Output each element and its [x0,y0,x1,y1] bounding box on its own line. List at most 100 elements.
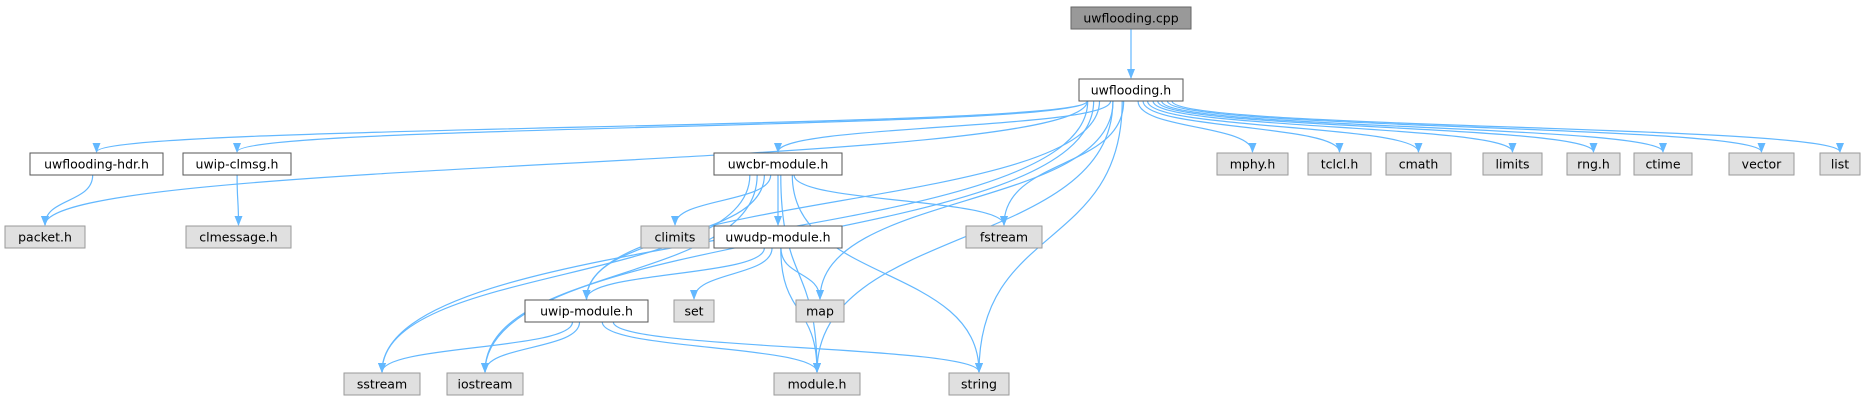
node-uwip_module_h[interactable]: uwip-module.h [524,299,649,323]
node-box [673,299,715,323]
edge-uwflooding_h-to-fstream [1000,100,1125,226]
node-label: limits [1495,157,1529,172]
node-label: vector [1742,157,1783,172]
edge-uwip_module_h-to-string [612,321,983,373]
node-box [524,299,649,323]
edge-uwflooding_h-to-uwcbr_module_h [774,100,1112,153]
node-label: rng.h [1577,157,1610,172]
edge-uwflooding_h-to-vector [1166,100,1766,153]
edge-uwip_module_h-to-iostream [481,321,581,373]
node-tclcl_h: tclcl.h [1307,152,1372,176]
node-label: clmessage.h [199,230,277,245]
node-uwflooding_cpp[interactable]: uwflooding.cpp [1070,6,1192,30]
node-label: uwudp-module.h [725,230,830,245]
node-cmath: cmath [1385,152,1452,176]
node-mphy_h: mphy.h [1216,152,1289,176]
edge-uwcbr_module_h-to-fstream [793,174,1008,226]
node-label: climits [655,230,696,245]
edge-uwflooding_h-to-map [816,100,1114,300]
node-label: uwflooding-hdr.h [44,157,149,172]
node-box [29,152,164,176]
node-list: list [1819,152,1861,176]
node-box [182,152,292,176]
edge-uwflooding_h-to-ctime [1161,100,1667,153]
node-label: set [684,304,703,319]
edge-uwip_module_h-to-sstream [378,321,574,373]
edge-uwflooding_h-to-list [1171,100,1844,153]
edge-uwflooding_h-to-uwip_clmsg_h [233,100,1088,153]
edge-uwflooding_h-to-limits [1152,100,1517,153]
edge-uwflooding_hdr_h-to-packet_h [41,174,94,226]
node-set: set [673,299,715,323]
node-box [1070,6,1192,30]
node-label: sstream [357,377,407,392]
node-box [965,225,1043,249]
node-label: packet.h [18,230,72,245]
edges-layer [41,29,1844,373]
node-box [713,152,843,176]
node-sstream: sstream [343,372,421,396]
node-label: fstream [980,230,1028,245]
node-label: tclcl.h [1321,157,1359,172]
node-box [1633,152,1693,176]
edge-uwudp_module_h-to-map [780,247,824,300]
node-rng_h: rng.h [1566,152,1621,176]
edge-uwcbr_module_h-to-climits [671,174,772,226]
node-box [1078,78,1184,102]
node-box [185,225,292,249]
node-label: ctime [1645,157,1680,172]
node-uwip_clmsg_h[interactable]: uwip-clmsg.h [182,152,292,176]
node-box [1307,152,1372,176]
edge-uwcbr_module_h-to-module_h [780,174,821,373]
node-label: uwcbr-module.h [728,157,829,172]
edge-uwip_clmsg_h-to-clmessage_h [234,174,243,226]
node-box [446,372,524,396]
edge-uwflooding_h-to-uwflooding_hdr_h [92,100,1088,153]
node-uwudp_module_h[interactable]: uwudp-module.h [713,225,843,249]
node-box [4,225,86,249]
edge-uwflooding_h-to-uwip_module_h [582,100,1101,300]
node-box [795,299,845,323]
node-vector: vector [1728,152,1795,176]
node-label: map [806,304,834,319]
node-box [713,225,843,249]
node-iostream: iostream [446,372,524,396]
node-label: list [1831,157,1849,172]
node-ctime: ctime [1633,152,1693,176]
nodes-layer: uwflooding.cpp uwflooding.h uwflooding-hdr… [4,6,1861,396]
node-box [640,225,710,249]
node-clmessage_h: clmessage.h [185,225,292,249]
edge-uwcbr_module_h-to-sstream [378,174,751,373]
edge-uwflooding_h-to-string [975,100,1123,373]
node-uwcbr_module_h[interactable]: uwcbr-module.h [713,152,843,176]
edge-uwflooding_h-to-packet_h [41,100,1088,226]
edge-uwcbr_module_h-to-iostream [481,174,758,373]
edge-uwflooding_h-to-tclcl_h [1142,100,1344,153]
edge-uwcbr_module_h-to-string [791,174,983,373]
node-box [773,372,861,396]
node-box [1566,152,1621,176]
node-box [1819,152,1861,176]
node-uwflooding_hdr_h[interactable]: uwflooding-hdr.h [29,152,164,176]
node-fstream: fstream [965,225,1043,249]
node-label: uwip-clmsg.h [196,157,279,172]
edge-uwudp_module_h-to-uwip_module_h [582,247,765,300]
node-label: uwflooding.h [1091,83,1171,98]
node-label: iostream [458,377,513,392]
node-box [1216,152,1289,176]
node-label: cmath [1399,157,1439,172]
node-uwflooding_h[interactable]: uwflooding.h [1078,78,1184,102]
node-module_h: module.h [773,372,861,396]
edge-uwip_module_h-to-module_h [601,321,821,373]
node-box [343,372,421,396]
edge-uwflooding_h-to-cmath [1147,100,1423,153]
node-label: string [961,377,997,392]
node-label: uwip-module.h [540,304,633,319]
node-label: mphy.h [1230,157,1276,172]
node-map: map [795,299,845,323]
node-box [948,372,1010,396]
node-limits: limits [1482,152,1543,176]
node-box [1728,152,1795,176]
edge-uwflooding_h-to-mphy_h [1137,100,1257,153]
